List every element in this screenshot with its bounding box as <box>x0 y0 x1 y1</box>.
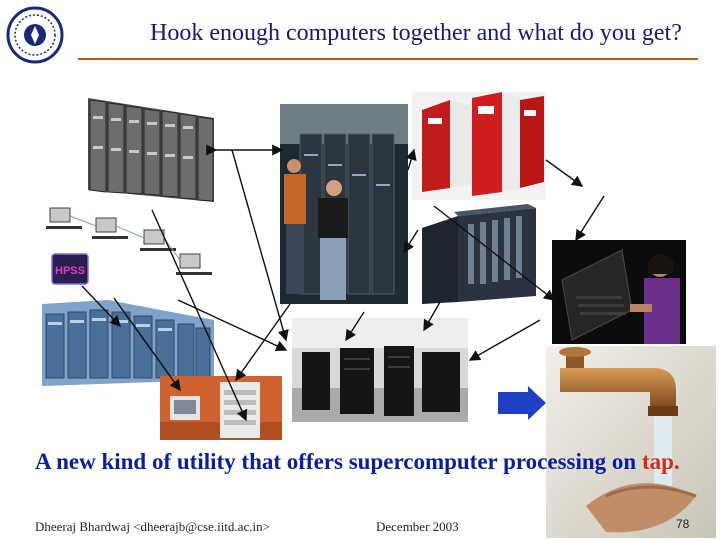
slide-title: Hook enough computers together and what … <box>150 20 682 46</box>
woman-at-laptop-photo <box>552 240 686 344</box>
hpss-storage-icon: HPSS <box>50 250 90 288</box>
arrow-right-icon <box>498 386 548 420</box>
black-server-room-photo <box>292 318 468 422</box>
slide-number: 78 <box>676 517 690 531</box>
tagline-main: A new kind of utility that offers superc… <box>35 449 642 474</box>
blue-server-cluster-photo <box>38 300 216 386</box>
footer-date: December 2003 <box>376 519 459 534</box>
water-tap-photo <box>546 346 716 538</box>
footer-author: Dheeraj Bhardwaj <dheerajb@cse.iitd.ac.i… <box>35 519 270 534</box>
tagline: A new kind of utility that offers superc… <box>35 446 680 477</box>
fujitsu-supercomputer-photo <box>412 92 546 200</box>
engineers-at-rack-photo <box>280 104 408 304</box>
title-divider <box>78 58 698 60</box>
desktop-workstations-photo <box>160 376 282 440</box>
institute-logo <box>6 6 64 64</box>
tagline-highlight: tap. <box>641 449 680 474</box>
server-rack-row-photo <box>86 96 216 204</box>
hpss-label: HPSS <box>55 265 85 277</box>
